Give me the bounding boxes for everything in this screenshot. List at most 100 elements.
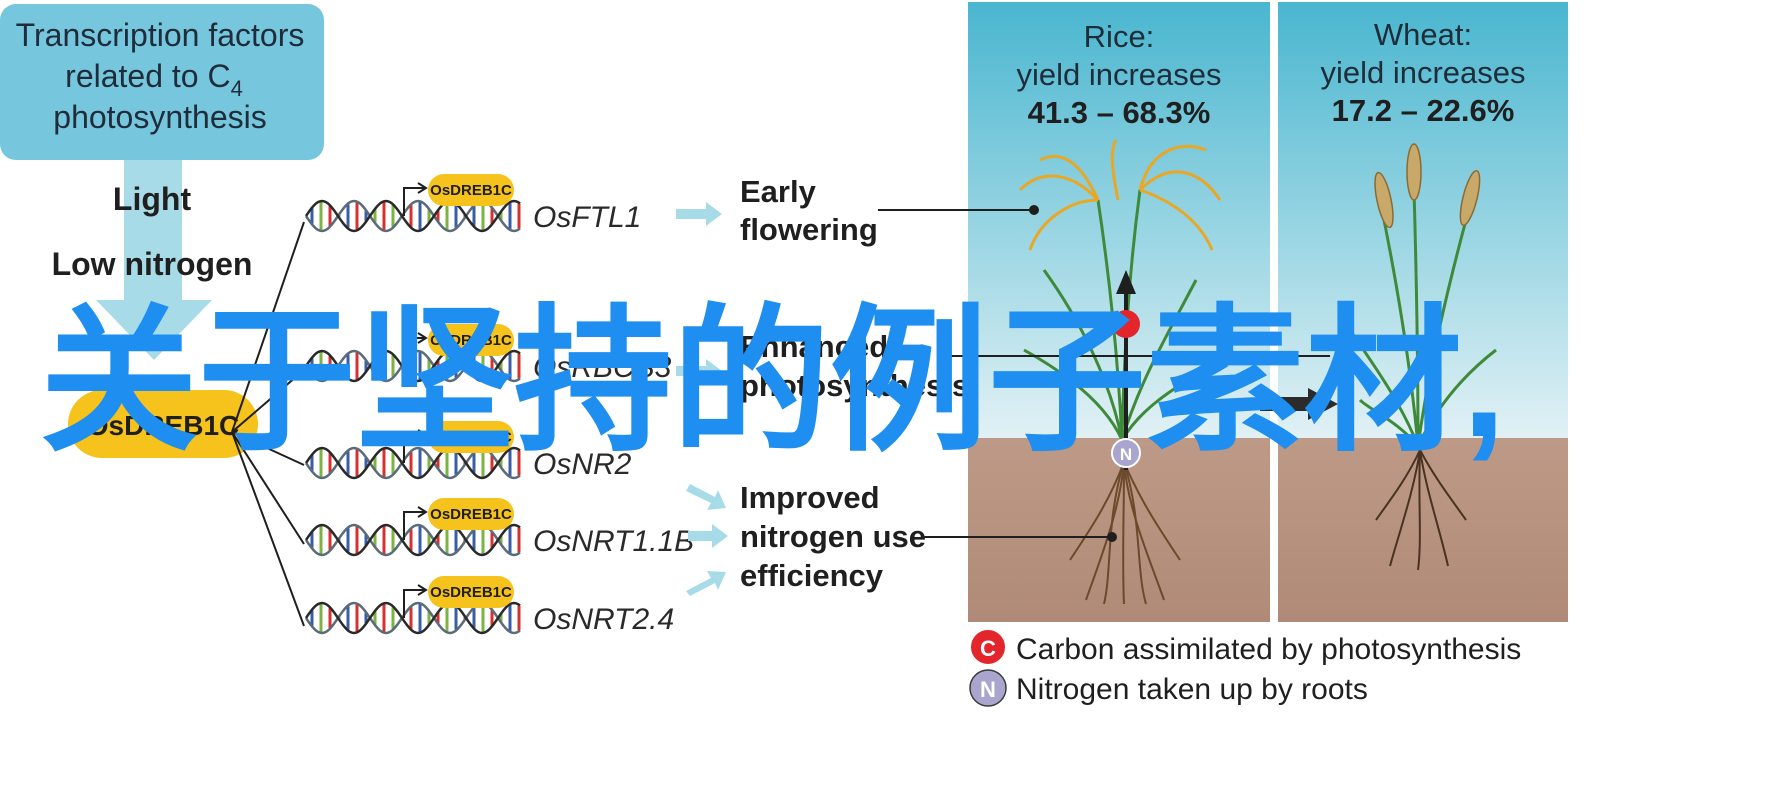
gene-pill-label: OsDREB1C bbox=[430, 429, 512, 446]
rice-nitrogen-marker-label: N bbox=[1120, 445, 1132, 464]
outcome-enhanced-line2: photosynthesis bbox=[740, 368, 969, 403]
tf-arrow-shaft bbox=[124, 160, 182, 300]
outcome-early-line2: flowering bbox=[740, 212, 878, 247]
fanout-line-2 bbox=[231, 369, 305, 433]
tf-arrow-head bbox=[96, 300, 212, 360]
legend: C Carbon assimilated by photosynthesis N… bbox=[969, 628, 1521, 707]
gene-pill bbox=[428, 576, 514, 608]
rice-sky bbox=[968, 2, 1270, 438]
wheat-ears bbox=[1374, 143, 1481, 229]
fanout-line-5 bbox=[231, 431, 305, 627]
rice-soil bbox=[968, 438, 1270, 622]
gene-pill-label: OsDREB1C bbox=[430, 332, 512, 349]
outcome-early-line1: Early bbox=[740, 174, 817, 209]
rice-plant-illustration: N bbox=[1018, 139, 1223, 605]
fanout-lines bbox=[231, 221, 305, 627]
rice-carbon-marker bbox=[1112, 310, 1140, 338]
legend-carbon-text: Carbon assimilated by photosynthesis bbox=[1016, 633, 1521, 666]
gene-row: OsDREB1C OsNRT1.1B bbox=[304, 498, 694, 558]
promoter-arrow bbox=[403, 332, 428, 366]
dna-strand bbox=[304, 199, 521, 233]
dna-strand bbox=[304, 446, 521, 480]
wheat-crop-label: Wheat: bbox=[1374, 17, 1472, 52]
gene-row: OsDREB1C OsNR2 bbox=[304, 421, 632, 481]
nitrogen-icon bbox=[969, 669, 1007, 707]
wheat-yield-label: yield increases bbox=[1320, 55, 1525, 90]
gene-name: OsRBCS3 bbox=[533, 351, 672, 384]
outcome-nue-line3: efficiency bbox=[740, 558, 884, 593]
gene-name: OsNR2 bbox=[533, 448, 632, 481]
rice-panel: Rice: yield increases 41.3 – 68.3% bbox=[968, 2, 1270, 622]
fanout-line-1 bbox=[231, 221, 305, 433]
rice-flow-arrowhead bbox=[1116, 270, 1136, 294]
gene-row: OsDREB1C OsRBCS3 bbox=[304, 324, 672, 384]
arrow-to-early bbox=[676, 202, 722, 226]
promoter-arrow bbox=[403, 429, 428, 463]
nitrogen-icon-symbol: N bbox=[980, 677, 996, 702]
carbon-icon-symbol: C bbox=[980, 636, 996, 661]
rice-crop-label: Rice: bbox=[1084, 19, 1155, 54]
tf-box-line2-text: related to C bbox=[65, 58, 230, 94]
gene-row: OsDREB1C OsNRT2.4 bbox=[304, 576, 674, 636]
main-pill-shape bbox=[68, 390, 258, 458]
arrow-nr2-to-nue bbox=[686, 484, 726, 510]
gene-pill bbox=[428, 421, 514, 453]
tf-box-line3: photosynthesis bbox=[53, 99, 266, 135]
outcome-nue-line2: nitrogen use bbox=[740, 519, 926, 554]
tf-box-line2: related to C4 bbox=[65, 58, 243, 101]
promoter-arrow bbox=[403, 584, 428, 618]
tf-down-arrow bbox=[96, 160, 212, 360]
tf-box-subscript: 4 bbox=[231, 76, 243, 101]
wheat-yield-value: 17.2 – 22.6% bbox=[1332, 93, 1515, 128]
dna-helix bbox=[304, 601, 521, 635]
gene-name: OsNRT1.1B bbox=[533, 525, 694, 558]
dna-helix bbox=[304, 523, 521, 557]
tf-box-background bbox=[0, 4, 324, 160]
outcome-nue-line1: Improved bbox=[740, 480, 880, 515]
fanout-line-4 bbox=[231, 431, 305, 545]
legend-nitrogen-text: Nitrogen taken up by roots bbox=[1016, 673, 1368, 706]
gene-pill bbox=[428, 174, 514, 206]
rice-yield-label: yield increases bbox=[1016, 57, 1221, 92]
main-pill-label: OsDREB1C bbox=[87, 410, 239, 441]
input-light: Light bbox=[113, 181, 192, 217]
gene-name: OsFTL1 bbox=[533, 201, 641, 234]
connector-nue-dot bbox=[1107, 532, 1117, 542]
gene-name: OsNRT2.4 bbox=[533, 603, 674, 636]
gene-pill-label: OsDREB1C bbox=[430, 506, 512, 523]
gene-rows: OsDREB1C OsFTL1 OsDREB1C OsRBCS3 OsDREB1… bbox=[304, 174, 694, 636]
gene-pill-label: OsDREB1C bbox=[430, 182, 512, 199]
rice-panicles bbox=[1018, 139, 1222, 251]
connector-early-dot bbox=[1029, 205, 1039, 215]
rice-nitrogen-marker bbox=[1111, 438, 1141, 468]
dna-helix bbox=[304, 446, 521, 480]
tf-box: Transcription factors related to C4 phot… bbox=[0, 4, 324, 160]
rice-yield-value: 41.3 – 68.3% bbox=[1028, 95, 1211, 130]
main-pill: OsDREB1C bbox=[68, 390, 258, 458]
wheat-plant-illustration bbox=[1348, 143, 1497, 571]
tf-box-line1: Transcription factors bbox=[16, 17, 305, 53]
arrow-nrt24-to-nue bbox=[686, 571, 726, 596]
gene-pill bbox=[428, 324, 514, 356]
input-low-nitrogen: Low nitrogen bbox=[52, 246, 253, 282]
gene-pill-label: OsDREB1C bbox=[430, 584, 512, 601]
dna-helix bbox=[304, 199, 521, 233]
gene-pill bbox=[428, 498, 514, 530]
promoter-arrow bbox=[403, 506, 428, 540]
transfer-arrow-shaft bbox=[1260, 397, 1310, 411]
wheat-roots bbox=[1375, 449, 1467, 571]
arrow-nrt11b-to-nue bbox=[688, 524, 728, 548]
transfer-arrow-head bbox=[1308, 388, 1338, 420]
overlay-watermark-text: 关于坚持的例子素材, bbox=[40, 294, 1506, 470]
rice-roots bbox=[1069, 461, 1181, 605]
dna-strand bbox=[304, 523, 521, 557]
legend-nitrogen: N Nitrogen taken up by roots bbox=[969, 669, 1368, 707]
outcome-enhanced-line1: Enhanced bbox=[740, 329, 888, 364]
outcome-connectors bbox=[878, 205, 1330, 542]
wheat-sky bbox=[1278, 2, 1568, 438]
gene-row: OsDREB1C OsFTL1 bbox=[304, 174, 641, 234]
dna-strand bbox=[304, 601, 521, 635]
wheat-transfer-arrow bbox=[1260, 388, 1338, 420]
